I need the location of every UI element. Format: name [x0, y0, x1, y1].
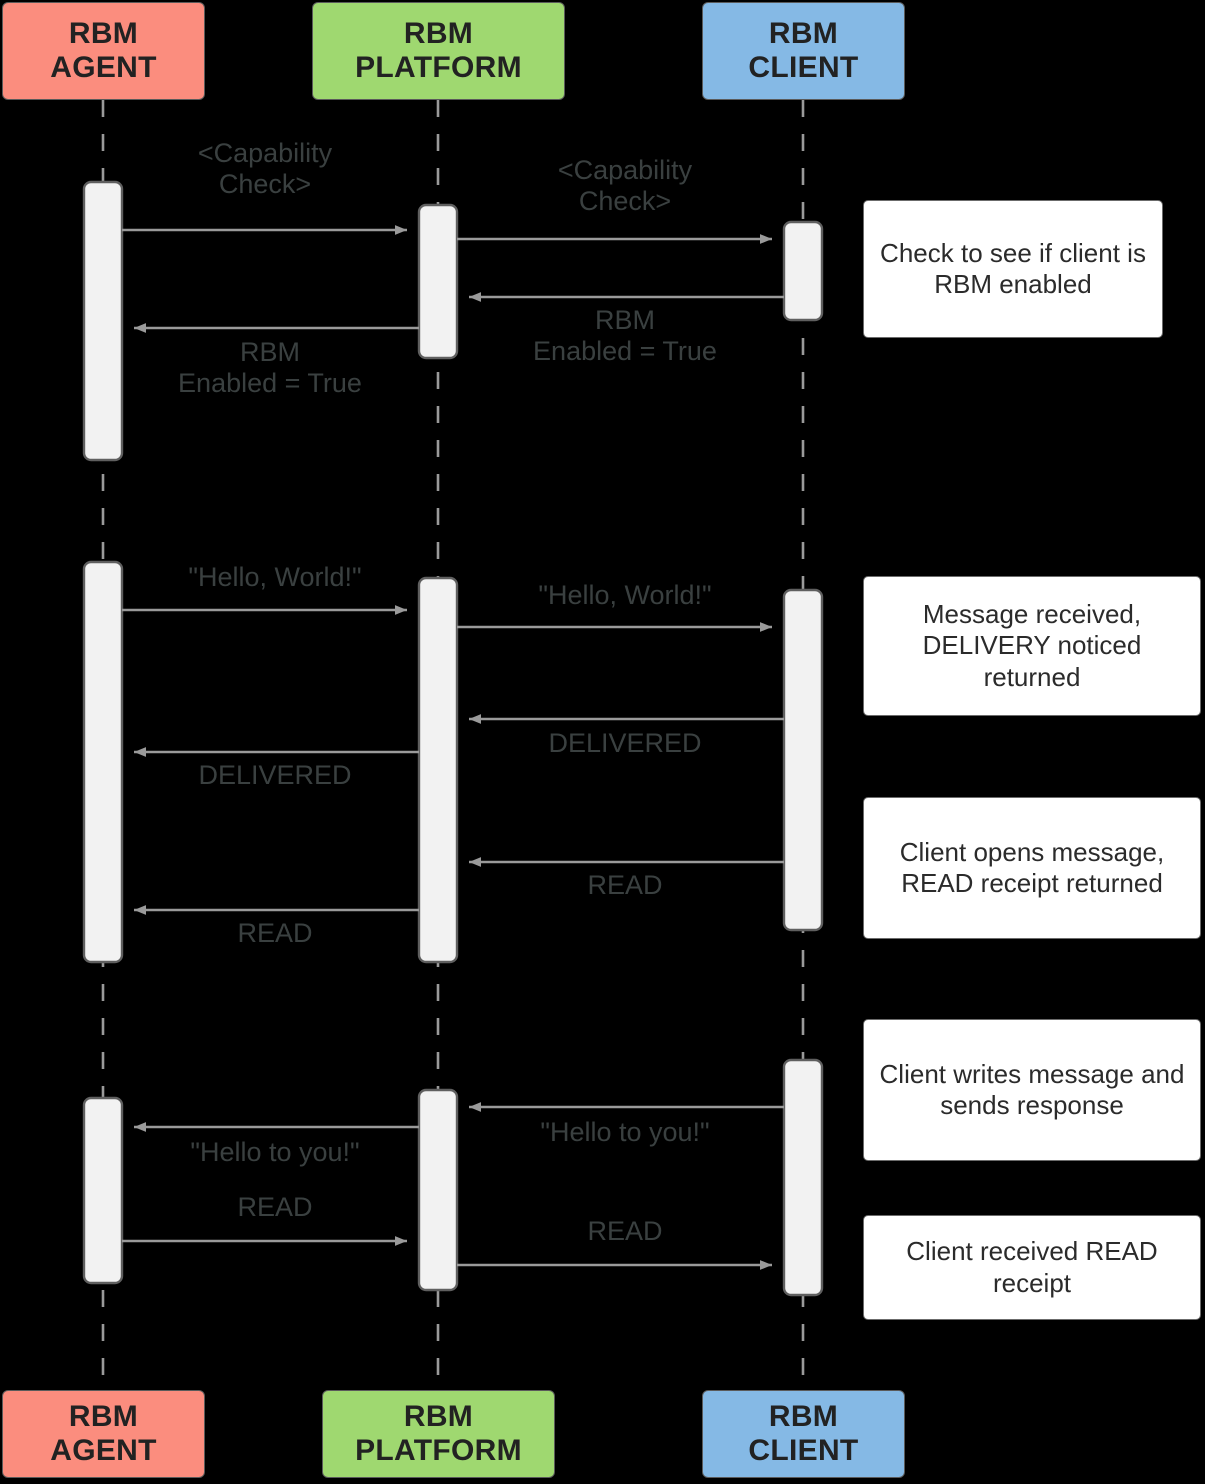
actor-footer-client[interactable]: RBM CLIENT [702, 1390, 905, 1478]
activation-platform-1 [417, 203, 459, 360]
actor-footer-agent[interactable]: RBM AGENT [2, 1390, 205, 1478]
activation-agent-3 [82, 1096, 124, 1285]
activation-client-1 [782, 220, 824, 322]
message-label-m1: <Capability Check> [197, 138, 333, 200]
actor-header-platform-line2: PLATFORM [355, 51, 522, 84]
message-label-m5: "Hello, World!" [188, 562, 362, 592]
actor-footer-platform-line1: RBM [403, 1400, 474, 1434]
activation-platform-3 [417, 1088, 459, 1292]
actor-footer-client-line1: RBM [768, 1400, 839, 1434]
actor-header-agent-line1: RBM [68, 17, 139, 51]
message-label-m9: READ [587, 870, 663, 900]
actor-header-client-line2: CLIENT [748, 51, 859, 84]
actor-header-client-line1: RBM [768, 17, 839, 51]
actor-footer-platform-line2: PLATFORM [355, 1434, 522, 1467]
message-label-m10: READ [237, 918, 313, 948]
activation-agent-1 [82, 180, 124, 462]
actor-footer-agent-line1: RBM [68, 1400, 139, 1434]
actor-header-client[interactable]: RBM CLIENT [702, 2, 905, 100]
message-label-m11: "Hello to you!" [540, 1117, 710, 1147]
actor-footer-agent-line2: AGENT [50, 1434, 157, 1467]
message-label-m14: READ [587, 1216, 663, 1246]
actor-header-agent[interactable]: RBM AGENT [2, 2, 205, 100]
activation-platform-2 [417, 576, 459, 964]
message-label-m8: DELIVERED [198, 760, 352, 790]
message-label-m3: RBM Enabled = True [533, 305, 717, 367]
actor-header-agent-line2: AGENT [50, 51, 157, 84]
note-client-writes-message: Client writes message and sends response [863, 1019, 1201, 1161]
message-label-m6: "Hello, World!" [538, 580, 712, 610]
note-client-rbm-enabled: Check to see if client is RBM enabled [863, 200, 1163, 338]
actor-footer-client-line2: CLIENT [748, 1434, 859, 1467]
note-client-received-read: Client received READ receipt [863, 1215, 1201, 1320]
note-message-received: Message received, DELIVERY noticed retur… [863, 576, 1201, 716]
actor-footer-platform[interactable]: RBM PLATFORM [322, 1390, 555, 1478]
note-client-opens-message: Client opens message, READ receipt retur… [863, 797, 1201, 939]
message-label-m4: RBM Enabled = True [178, 337, 362, 399]
actor-header-platform[interactable]: RBM PLATFORM [312, 2, 565, 100]
message-label-m13: READ [237, 1192, 313, 1222]
activation-agent-2 [82, 560, 124, 964]
message-label-m7: DELIVERED [548, 728, 702, 758]
message-label-m12: "Hello to you!" [190, 1137, 360, 1167]
message-label-m2: <Capability Check> [557, 155, 693, 217]
activation-client-2 [782, 588, 824, 932]
activation-client-3 [782, 1058, 824, 1297]
actor-header-platform-line1: RBM [403, 17, 474, 51]
